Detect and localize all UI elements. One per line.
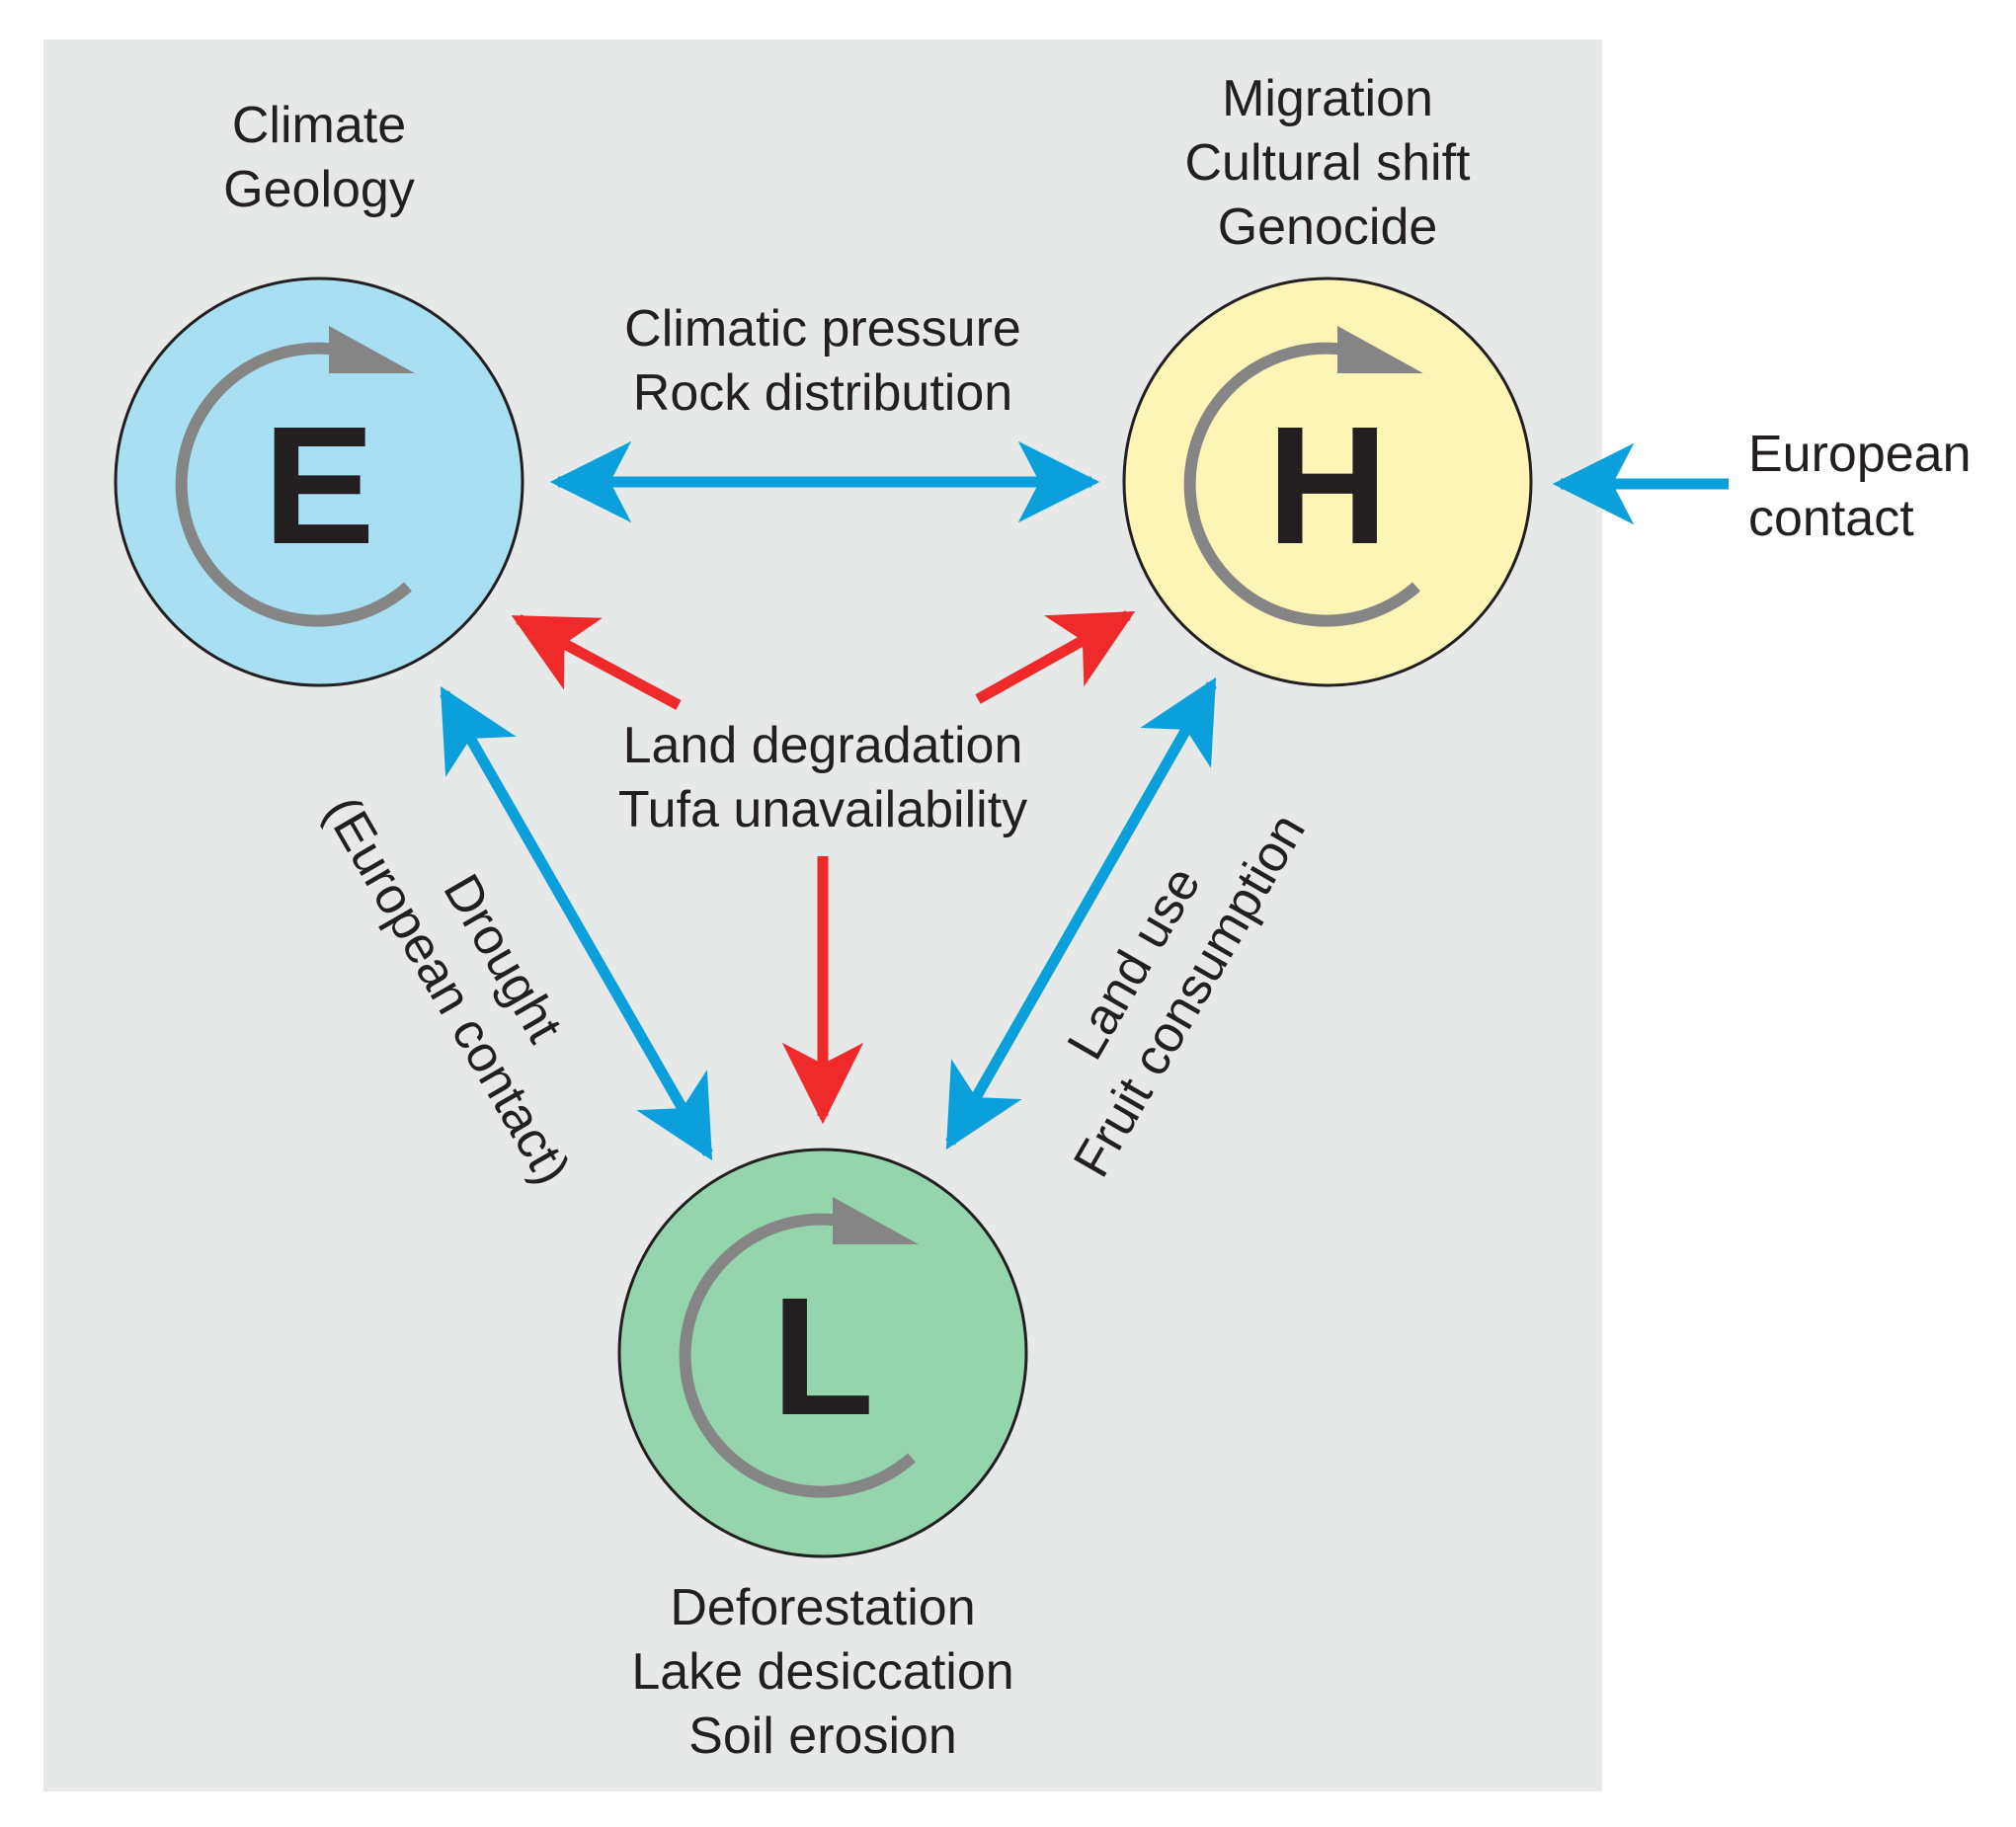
cycle-arrow-icon — [175, 342, 412, 627]
cycle-arrowhead-icon — [1337, 326, 1423, 373]
node-h-label-2: Cultural shift — [1185, 134, 1472, 192]
node-e-letter: E — [263, 392, 374, 580]
arrow-center-e — [511, 614, 682, 710]
edge-e-h-label-1: Climatic pressure — [624, 300, 1021, 357]
cycle-arrowhead-icon — [833, 1197, 919, 1244]
node-e-label-1: Climate — [232, 97, 406, 154]
arrow-center-h — [975, 610, 1136, 704]
node-l-letter: L — [771, 1263, 874, 1451]
node-h: H — [1122, 277, 1533, 687]
node-l-label-3: Soil erosion — [688, 1708, 957, 1765]
node-e: E — [114, 277, 524, 687]
node-h-letter: H — [1267, 392, 1389, 580]
arrow-h-l — [945, 676, 1217, 1151]
arrow-e-l — [440, 685, 713, 1161]
external-h-label-1: European — [1748, 426, 1972, 483]
cycle-arrow-icon — [679, 1213, 916, 1498]
node-l-label-2: Lake desiccation — [631, 1643, 1013, 1701]
node-e-label-2: Geology — [223, 161, 415, 218]
node-l-label-1: Deforestation — [670, 1579, 975, 1636]
center-label-2: Tufa unavailability — [618, 781, 1027, 838]
cycle-arrowhead-icon — [329, 326, 415, 373]
center-label-1: Land degradation — [623, 717, 1023, 774]
cycle-arrow-icon — [1183, 342, 1420, 627]
node-l: L — [617, 1148, 1028, 1558]
edge-e-h-label-2: Rock distribution — [633, 364, 1012, 422]
node-h-label-3: Genocide — [1218, 199, 1438, 256]
external-h-label-2: contact — [1748, 490, 1914, 547]
node-h-label-1: Migration — [1222, 70, 1433, 127]
